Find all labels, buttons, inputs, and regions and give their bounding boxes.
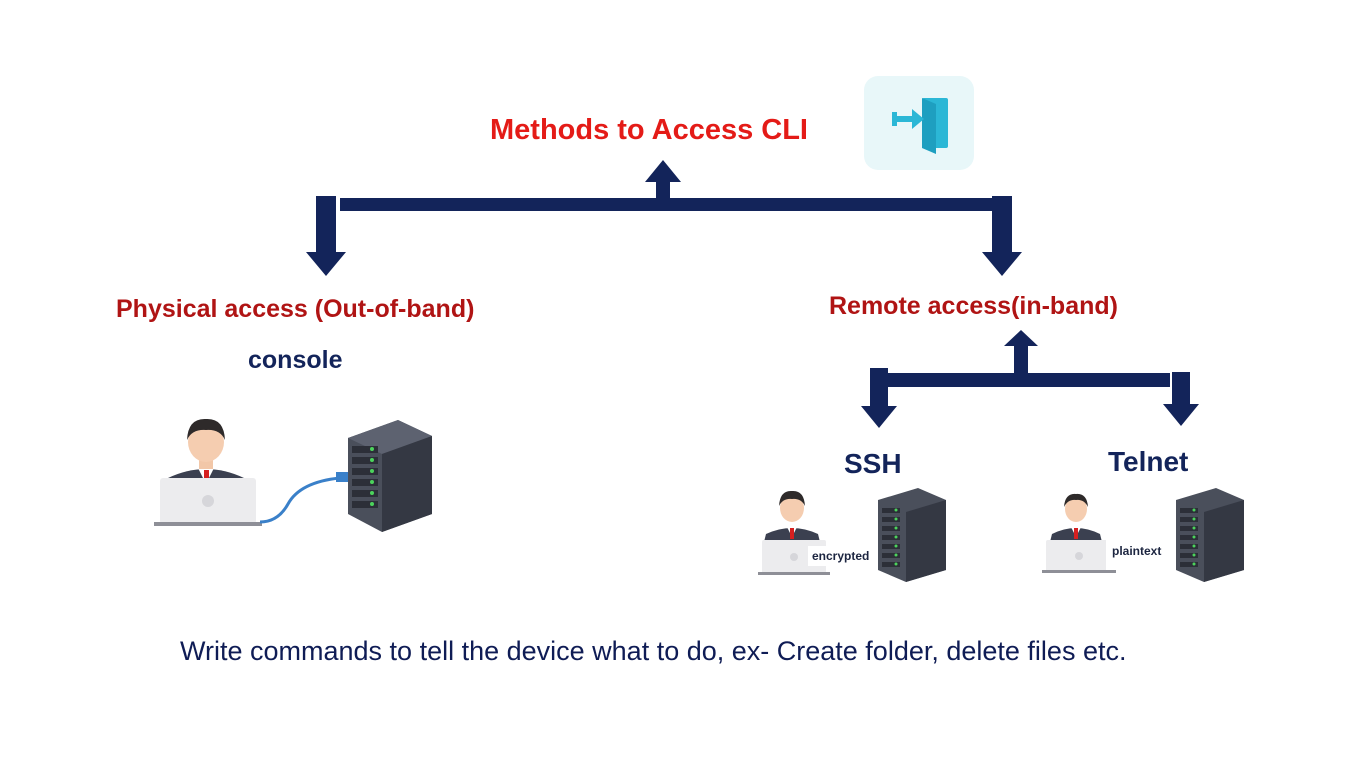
ssh-arrow-head xyxy=(861,406,897,428)
remote-access-label: Remote access(in-band) xyxy=(829,292,1118,320)
top-connector-bar xyxy=(340,198,992,211)
telnet-plaintext-tag: plaintext xyxy=(1106,538,1168,570)
title-arrow-head xyxy=(645,160,681,182)
telnet-arrow-head xyxy=(1163,404,1199,426)
door-enter-icon xyxy=(892,98,948,154)
telnet-branch-bar xyxy=(1016,373,1170,387)
laptop-icon xyxy=(1042,540,1116,573)
diagram-title: Methods to Access CLI xyxy=(490,114,808,146)
physical-arrow-stem xyxy=(316,196,336,254)
console-label: console xyxy=(248,346,343,374)
ssh-label: SSH xyxy=(844,448,902,479)
ssh-illustration xyxy=(758,488,946,582)
ssh-encrypted-tag: encrypted xyxy=(808,546,874,566)
console-illustration xyxy=(154,418,432,532)
remote-up-stem xyxy=(1014,342,1028,387)
server-icon xyxy=(1176,488,1244,582)
title-icon-box xyxy=(864,76,974,170)
laptop-icon xyxy=(154,478,262,526)
telnet-arrow-stem xyxy=(1172,372,1190,408)
ssh-arrow-stem xyxy=(870,368,888,410)
server-icon xyxy=(878,488,946,582)
remote-arrow-head xyxy=(982,252,1022,276)
remote-arrow-stem xyxy=(992,196,1012,254)
ssh-branch-bar xyxy=(888,373,1014,387)
caption-text: Write commands to tell the device what t… xyxy=(180,636,1127,666)
telnet-illustration xyxy=(1042,488,1244,582)
title-arrow-stem xyxy=(656,180,670,204)
server-icon xyxy=(348,420,432,532)
remote-up-head xyxy=(1004,330,1038,346)
physical-arrow-head xyxy=(306,252,346,276)
physical-access-label: Physical access (Out-of-band) xyxy=(116,295,475,323)
telnet-label: Telnet xyxy=(1108,446,1189,477)
